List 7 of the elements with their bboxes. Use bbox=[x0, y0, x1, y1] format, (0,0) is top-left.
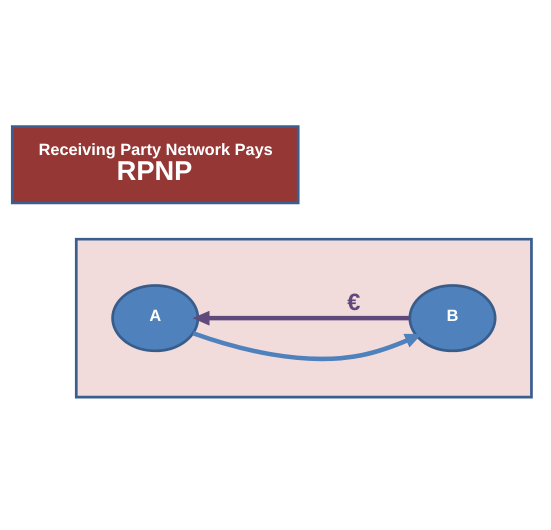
node-ellipse: A bbox=[111, 284, 200, 352]
arrow bbox=[192, 330, 422, 361]
edge-label: € bbox=[347, 288, 360, 314]
node-box: Receiving Party Network Pays RPNP bbox=[10, 124, 300, 204]
node-ellipse: B bbox=[408, 284, 497, 352]
cluster bbox=[74, 237, 533, 398]
arrow bbox=[192, 310, 410, 326]
